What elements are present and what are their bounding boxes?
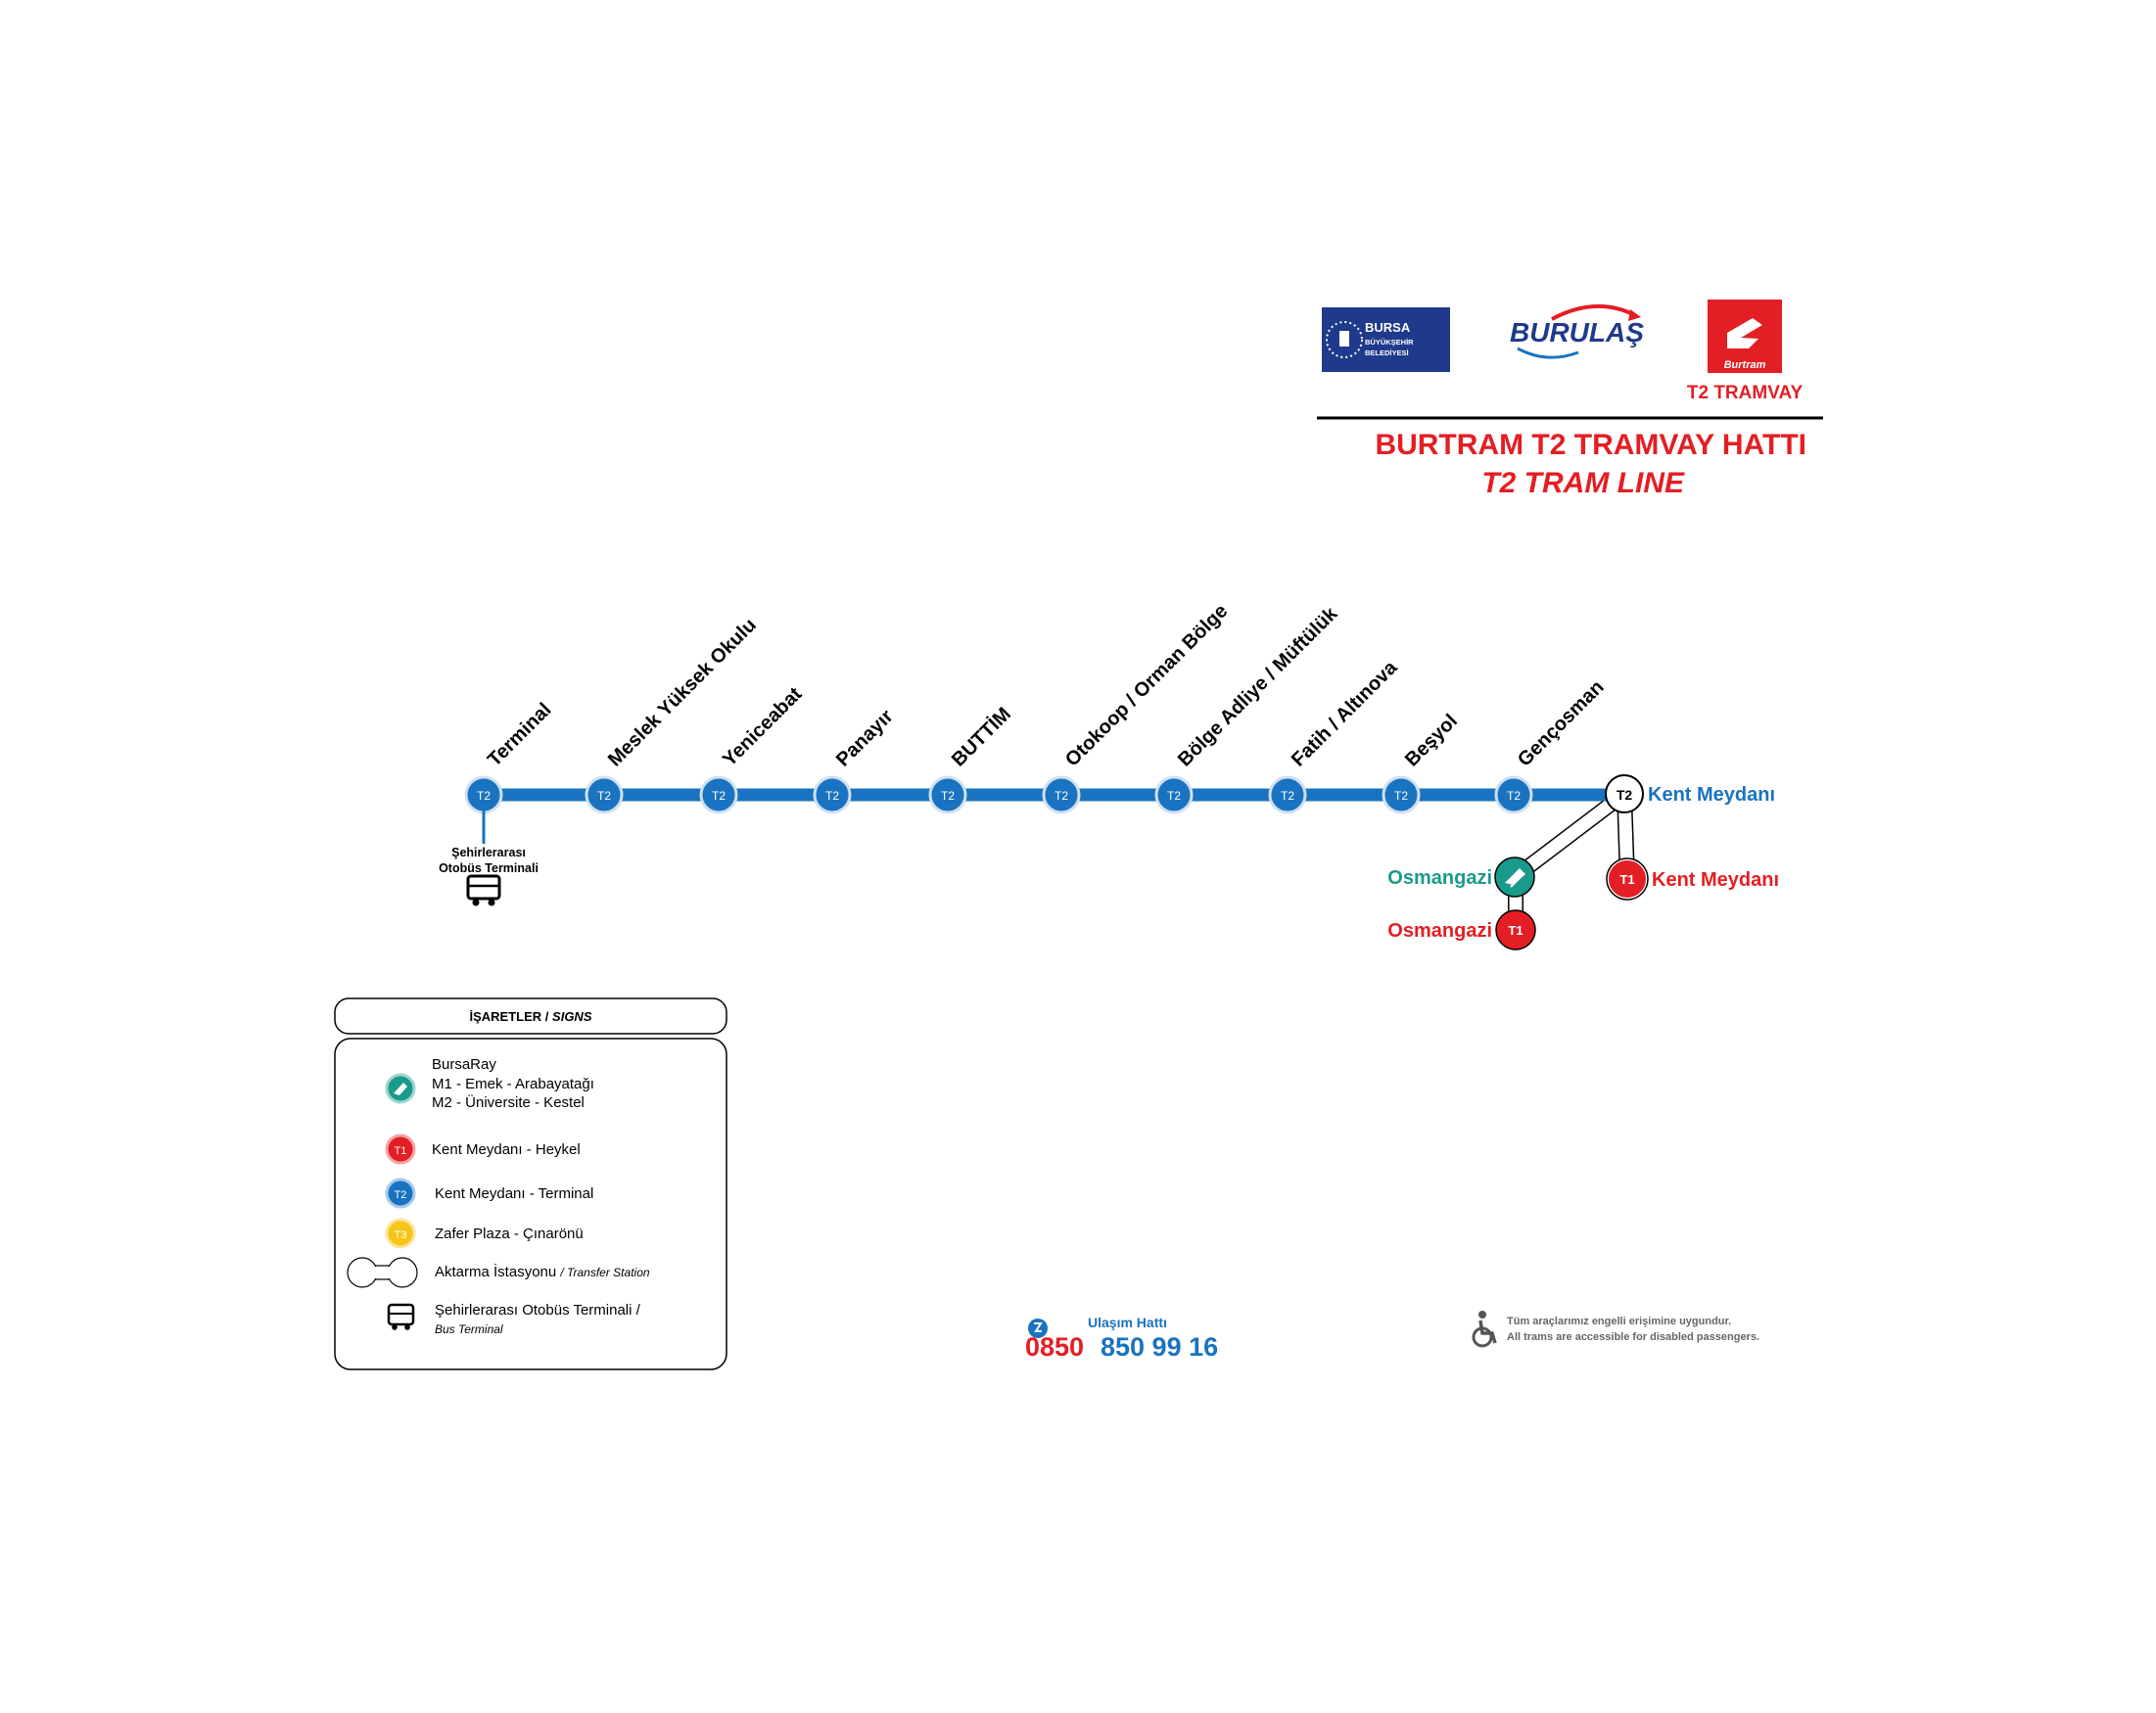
- hotline-prefix: 0850: [1025, 1332, 1084, 1362]
- bursa-municipality-logo: BURSA BÜYÜKŞEHİR BELEDİYESİ: [1322, 307, 1450, 372]
- station-marker[interactable]: [699, 775, 738, 814]
- legend-transfer-label: Aktarma İstasyonu / Transfer Station: [435, 1263, 650, 1280]
- legend-header: İŞARETLER / SIGNS: [470, 1009, 592, 1024]
- legend-box: [334, 1038, 727, 1370]
- legend-bursaray-m1: M1 - Emek - Arabayatağı: [432, 1076, 594, 1092]
- legend-bus-icon: [387, 1303, 415, 1330]
- station-code: T2: [1167, 789, 1181, 803]
- osmangazi-t1-code: T1: [1508, 923, 1523, 938]
- hotline: Ulaşım Hattı 0850 850 99 16: [1025, 1315, 1218, 1362]
- legend-t1-code: T1: [395, 1145, 407, 1157]
- bursa-logo-line3: BELEDİYESİ: [1365, 348, 1409, 357]
- station-marker[interactable]: [1382, 775, 1421, 814]
- bus-terminal-label-line1: Şehirlerarası: [451, 846, 526, 859]
- terminus-name: Kent Meydanı: [1648, 784, 1775, 806]
- station-code: T2: [597, 789, 611, 803]
- osmangazi-bursaray-label: Osmangazi: [1387, 867, 1492, 889]
- legend-bursaray-m2: M2 - Üniversite - Kestel: [432, 1093, 585, 1111]
- accessibility-tr: Tüm araçlarımız engelli erişimine uygund…: [1507, 1316, 1731, 1327]
- kent-meydani-t1-ring: [1606, 857, 1649, 901]
- station-marker[interactable]: [585, 775, 624, 814]
- legend-t1-icon: [385, 1134, 416, 1165]
- legend-transfer-icon: [347, 1257, 418, 1288]
- station-code: T2: [1507, 789, 1521, 803]
- station-code: T2: [825, 789, 839, 803]
- station-label: BUTTİM: [947, 703, 1015, 771]
- station-marker[interactable]: [1268, 775, 1307, 814]
- legend-t3-label: Zafer Plaza - Çınarönü: [435, 1226, 584, 1242]
- accessibility-notice: Tüm araçlarımız engelli erişimine uygund…: [1472, 1311, 1759, 1348]
- terminus-code: T2: [1617, 787, 1633, 803]
- osmangazi-t1-station[interactable]: [1495, 909, 1536, 950]
- kent-meydani-terminus[interactable]: [1605, 774, 1644, 813]
- legend: İŞARETLER / SIGNS BursaRay M1 - Emek - A…: [334, 997, 727, 1370]
- station-label: Terminal: [484, 699, 555, 770]
- hotline-number[interactable]: 850 99 16: [1101, 1332, 1218, 1362]
- legend-bus-label-en: Bus Terminal: [435, 1322, 503, 1336]
- legend-t2-icon: [385, 1178, 416, 1209]
- station-code: T2: [941, 789, 955, 803]
- station-code: T2: [477, 789, 491, 803]
- station-marker[interactable]: [1042, 775, 1081, 814]
- station-marker[interactable]: [928, 775, 967, 814]
- page-title: BURTRAM T2 TRAMVAY HATTI: [1375, 429, 1806, 461]
- station-label: Gençosman: [1514, 676, 1609, 771]
- bus-icon: [466, 874, 501, 906]
- legend-t3-icon: [385, 1218, 416, 1249]
- station-marker[interactable]: [813, 775, 852, 814]
- kent-meydani-t1-label: Kent Meydanı: [1652, 869, 1779, 891]
- station-code: T2: [1055, 789, 1068, 803]
- bus-terminal-label-line2: Otobüs Terminali: [439, 861, 539, 875]
- burulas-logo-text: BURULAŞ: [1510, 317, 1644, 347]
- station-marker[interactable]: [1494, 775, 1533, 814]
- station-code: T2: [712, 789, 726, 803]
- station-code: T2: [1394, 789, 1408, 803]
- legend-t2-label: Kent Meydanı - Terminal: [435, 1185, 593, 1202]
- legend-bursaray-title: BursaRay: [432, 1056, 496, 1073]
- station-marker[interactable]: [1154, 775, 1194, 814]
- burulas-logo: BURULAŞ: [1510, 304, 1644, 359]
- phone-icon: [1028, 1319, 1048, 1338]
- burtram-logo-text: Burtram: [1724, 359, 1766, 371]
- connector-osmangazi: [1511, 788, 1628, 883]
- bursaray-icon: [1505, 868, 1525, 888]
- station-code: T2: [1281, 789, 1294, 803]
- transfer-connectors: [1508, 787, 1635, 930]
- kent-meydani-t1-code: T1: [1619, 872, 1634, 887]
- legend-t3-code: T3: [395, 1229, 407, 1241]
- burtram-logo: Burtram: [1708, 300, 1782, 373]
- legend-t1-label: Kent Meydanı - Heykel: [432, 1141, 581, 1158]
- hotline-label: Ulaşım Hattı: [1088, 1315, 1167, 1330]
- station-label: Yeniceabat: [719, 683, 807, 771]
- legend-header-box: [334, 997, 727, 1035]
- bursa-logo-line2: BÜYÜKŞEHİR: [1365, 338, 1414, 347]
- station-label: Beşyol: [1401, 711, 1462, 771]
- legend-bus-label: Şehirlerarası Otobüs Terminali /: [435, 1302, 641, 1319]
- bursa-logo-line1: BURSA: [1365, 320, 1411, 335]
- kent-meydani-t1-station[interactable]: [1607, 858, 1648, 900]
- page-subtitle: T2 TRAM LINE: [1481, 467, 1685, 499]
- accessibility-en: All trams are accessible for disabled pa…: [1507, 1331, 1759, 1343]
- wheelchair-icon: [1472, 1311, 1497, 1348]
- station-label: Panayır: [832, 706, 898, 771]
- legend-t2-code: T2: [395, 1189, 407, 1201]
- t2-tramvay-label: T2 TRAMVAY: [1687, 383, 1804, 403]
- osmangazi-t1-label: Osmangazi: [1387, 920, 1492, 942]
- station-label: Fatih / Altınova: [1288, 657, 1402, 771]
